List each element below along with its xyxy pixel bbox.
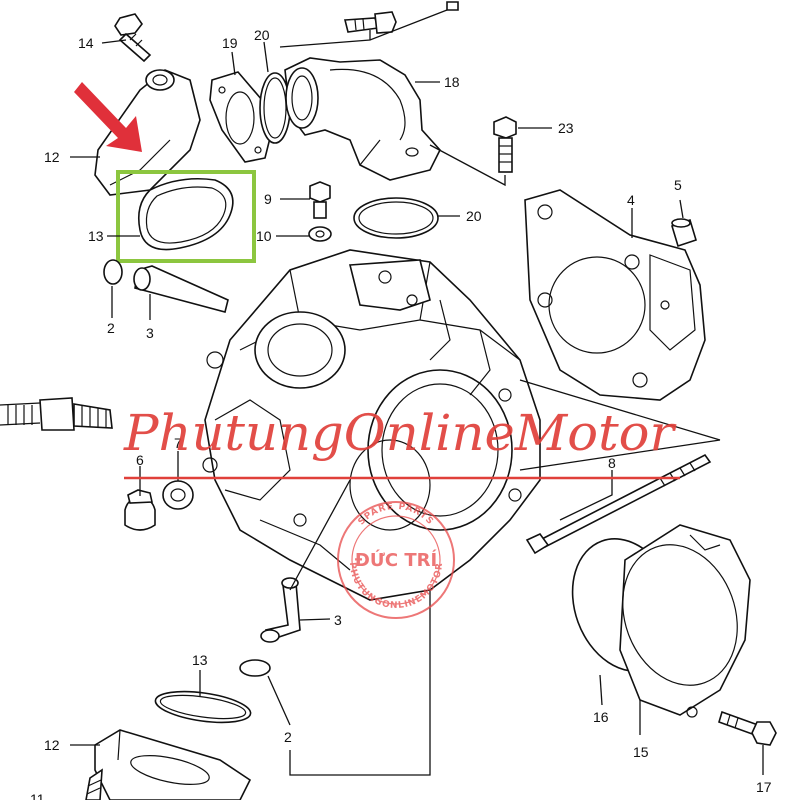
washer-7 — [162, 480, 194, 510]
label-16: 16 — [593, 709, 609, 725]
highlight-box — [116, 170, 256, 263]
bolt-23 — [493, 116, 517, 173]
clip-2-top — [103, 259, 123, 285]
label-8: 8 — [608, 455, 616, 471]
bolt-11 — [85, 768, 103, 800]
guide-3-bottom — [260, 577, 301, 643]
bolt-17 — [718, 710, 777, 746]
cover-15 — [619, 524, 751, 718]
label-3-bottom: 3 — [334, 612, 342, 628]
bolt-top-right — [343, 1, 459, 34]
label-5: 5 — [674, 177, 682, 193]
label-10: 10 — [256, 228, 272, 244]
label-3-top: 3 — [146, 325, 154, 341]
cylinder-head — [202, 249, 541, 601]
label-19: 19 — [222, 35, 238, 51]
stamp-main-text: ĐỨC TRÍ — [355, 549, 438, 571]
intake-pipe-18 — [284, 57, 441, 181]
watermark-text: PhutungOnlineMotor — [123, 404, 677, 462]
label-13-bottom: 13 — [192, 652, 208, 668]
label-2-top: 2 — [107, 320, 115, 336]
label-4: 4 — [627, 192, 635, 208]
label-14-top: 14 — [78, 35, 94, 51]
label-6: 6 — [136, 452, 144, 468]
label-15: 15 — [633, 744, 649, 760]
leader-lines — [70, 9, 764, 776]
label-7: 7 — [174, 435, 182, 451]
guide-3-top — [133, 265, 229, 313]
clip-2-bottom — [239, 659, 271, 677]
label-20-top: 20 — [254, 27, 270, 43]
cap-nut-6 — [124, 489, 156, 531]
label-17: 17 — [756, 779, 772, 795]
bolt-9 — [309, 181, 331, 219]
label-18: 18 — [444, 74, 460, 90]
o-ring-20-mid — [353, 197, 439, 239]
pointer-arrow — [74, 82, 142, 152]
label-23: 23 — [558, 120, 574, 136]
brand-watermark: PhutungOnlineMotor — [123, 404, 680, 480]
o-ring-20-top — [259, 72, 291, 144]
part-number-labels: 14 19 20 18 23 12 13 9 10 20 4 5 2 3 6 7… — [30, 27, 772, 800]
o-ring-13-bottom — [154, 690, 252, 724]
label-12-bottom: 12 — [44, 737, 60, 753]
spark-plug — [0, 397, 113, 431]
head-gasket-4 — [524, 189, 706, 401]
label-9: 9 — [264, 191, 272, 207]
o-ring-13-top — [137, 177, 234, 251]
bolt-14-top — [114, 13, 152, 63]
label-13-top: 13 — [88, 228, 104, 244]
label-20-mid: 20 — [466, 208, 482, 224]
water-joint-top — [94, 69, 201, 196]
gasket-19 — [209, 71, 273, 163]
label-2-bottom: 2 — [284, 729, 292, 745]
water-joint-bottom — [94, 729, 252, 800]
washer-10 — [308, 226, 332, 242]
label-11: 11 — [30, 791, 45, 800]
dowel-5 — [671, 218, 697, 248]
label-12-top: 12 — [44, 149, 60, 165]
